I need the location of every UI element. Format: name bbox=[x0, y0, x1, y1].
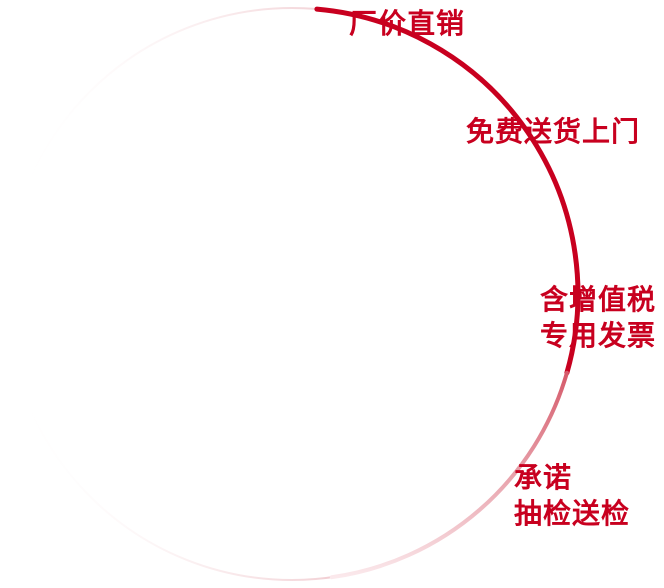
feature-free-delivery: 免费送货上门 bbox=[466, 114, 640, 150]
feature-tax-invoice: 含增值税 专用发票 bbox=[540, 282, 656, 354]
ring-accent-arc bbox=[314, 6, 581, 376]
feature-line: 专用发票 bbox=[540, 319, 657, 352]
feature-line: 免费送货上门 bbox=[466, 115, 641, 148]
ring-lower-arc bbox=[329, 370, 569, 580]
feature-line: 含增值税 bbox=[540, 283, 657, 316]
feature-line: 抽检送检 bbox=[514, 497, 631, 530]
ring-faded-arc bbox=[5, 7, 579, 581]
feature-line: 厂价直销 bbox=[349, 7, 466, 40]
feature-factory-direct: 厂价直销 bbox=[349, 6, 465, 42]
feature-line: 承诺 bbox=[514, 461, 573, 494]
feature-inspection: 承诺 抽检送检 bbox=[514, 460, 630, 532]
